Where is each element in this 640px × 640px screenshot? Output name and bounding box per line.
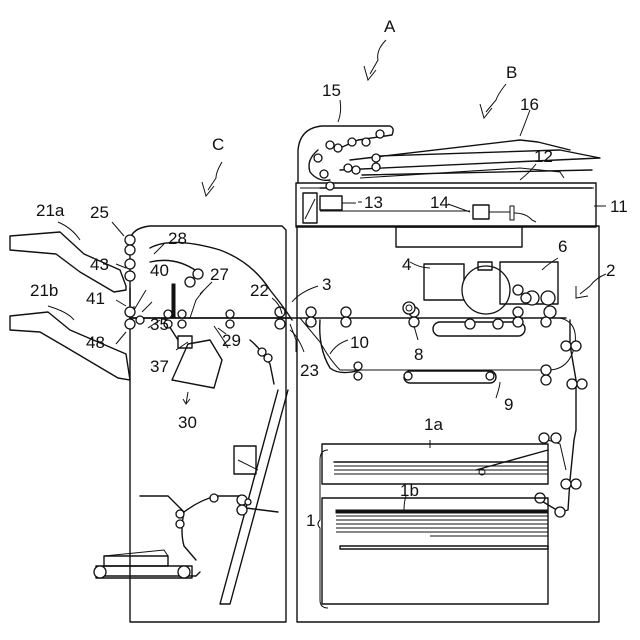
label-6: 6	[558, 237, 567, 256]
label-48: 48	[86, 333, 105, 352]
label-30: 30	[178, 413, 197, 432]
label-25: 25	[90, 203, 109, 222]
label-3: 3	[322, 275, 331, 294]
label-12: 12	[534, 147, 553, 166]
label-C: C	[212, 135, 224, 154]
label-35: 35	[150, 315, 169, 334]
label-4: 4	[402, 255, 411, 274]
label-21a: 21a	[36, 201, 65, 220]
label-B: B	[506, 63, 517, 82]
label-41: 41	[86, 289, 105, 308]
paper-feed-trays	[318, 444, 548, 608]
label-28: 28	[168, 229, 187, 248]
label-21b: 21b	[30, 281, 58, 300]
label-23: 23	[300, 361, 319, 380]
document-feeder	[298, 126, 600, 190]
apparatus-body	[296, 183, 599, 622]
label-11: 11	[610, 197, 628, 216]
label-27: 27	[210, 265, 229, 284]
label-29: 29	[222, 331, 241, 350]
label-1: 1	[306, 511, 315, 530]
label-10: 10	[350, 333, 369, 352]
label-2: 2	[606, 261, 615, 280]
label-1b: 1b	[400, 481, 419, 500]
label-37: 37	[150, 357, 169, 376]
label-1a: 1a	[424, 415, 443, 434]
label-16: 16	[520, 95, 539, 114]
image-forming-unit	[306, 262, 587, 517]
label-13: 13	[364, 193, 383, 212]
label-15: 15	[322, 81, 341, 100]
label-8: 8	[414, 345, 423, 364]
label-9: 9	[504, 395, 513, 414]
label-40: 40	[150, 261, 169, 280]
label-A: A	[384, 17, 396, 36]
label-43: 43	[90, 255, 109, 274]
output-trays	[10, 232, 130, 380]
label-22: 22	[250, 281, 269, 300]
label-14: 14	[430, 193, 449, 212]
